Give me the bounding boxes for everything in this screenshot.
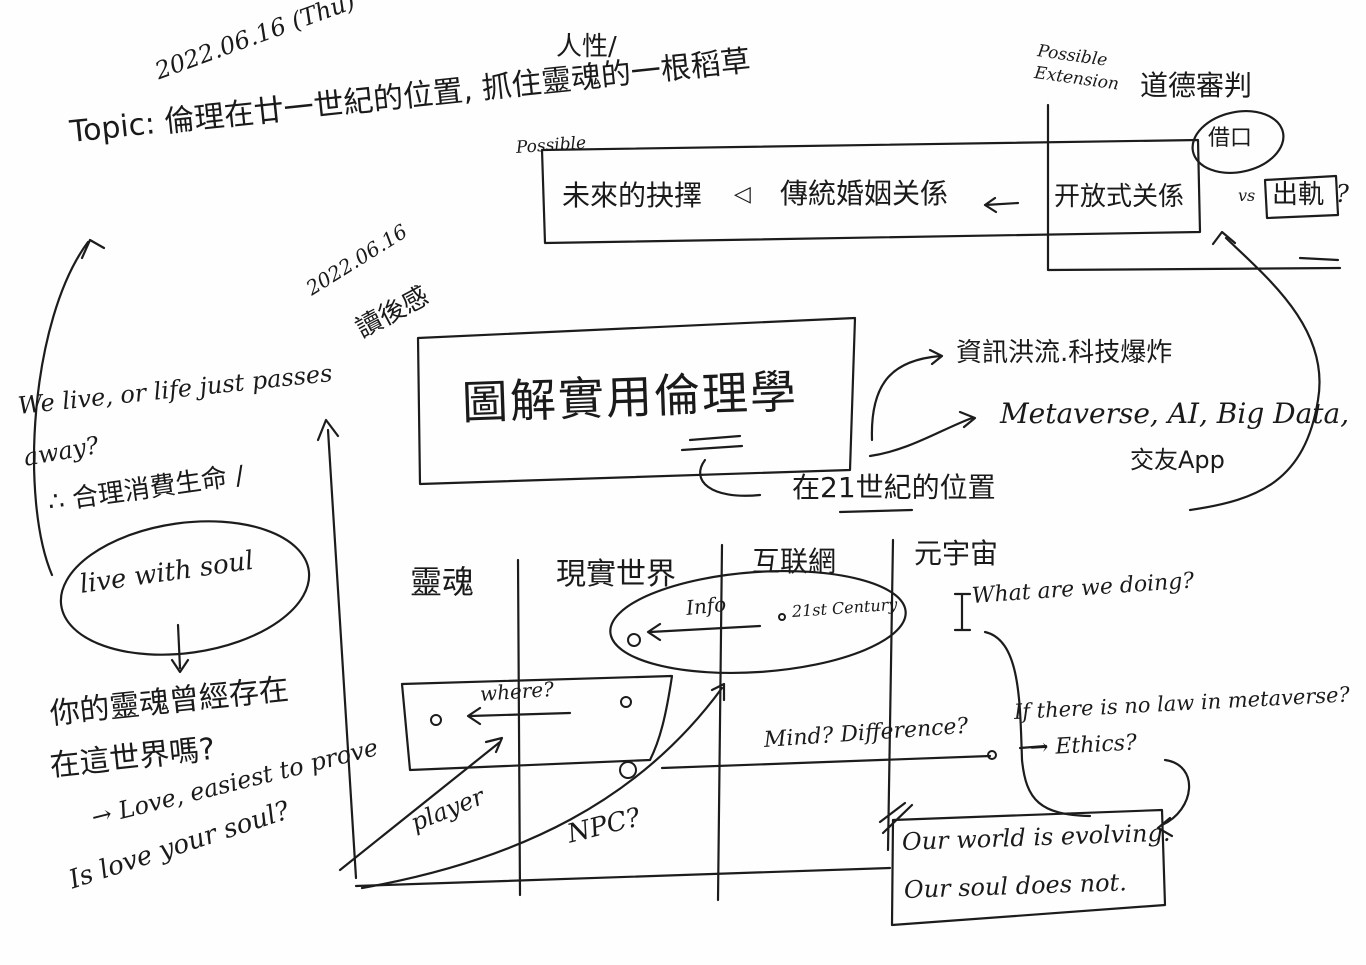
col-line-1 bbox=[516, 558, 522, 897]
extension-bracket bbox=[1046, 103, 1342, 272]
vertical-arrow bbox=[316, 418, 358, 880]
branch-21 bbox=[699, 458, 762, 497]
traditional-marriage: 傳統婚姻关係 bbox=[780, 177, 949, 210]
chugui-box bbox=[1263, 174, 1340, 220]
info-explosion: 資訊洪流.科技爆炸 bbox=[956, 338, 1173, 368]
underline-21 bbox=[838, 508, 914, 514]
question-mark: ? bbox=[1336, 180, 1349, 208]
open-relationship: 开放式关係 bbox=[1054, 182, 1185, 212]
branch-info bbox=[870, 348, 944, 442]
future-choice: 未來的抉擇 bbox=[562, 179, 703, 212]
col-line-2 bbox=[716, 543, 724, 902]
metaverse-ai: Metaverse, AI, Big Data, bbox=[1000, 397, 1350, 430]
mind-arrow bbox=[660, 754, 992, 770]
branch-meta bbox=[868, 410, 977, 458]
final-box bbox=[890, 808, 1167, 927]
soul-ellipse bbox=[59, 520, 311, 656]
ethics-curve bbox=[1156, 758, 1191, 838]
jiekou-label: 借口 bbox=[1208, 126, 1253, 151]
col-real-world: 現實世界 bbox=[556, 557, 676, 592]
player-arrow bbox=[338, 736, 504, 872]
left-loop-arrow bbox=[32, 238, 106, 577]
col-soul: 靈魂 bbox=[410, 563, 475, 601]
arrow-glyph: ◁ bbox=[734, 182, 751, 207]
chugui-label: 出軌 bbox=[1272, 180, 1325, 210]
title-box bbox=[416, 316, 857, 486]
century-ellipse bbox=[609, 569, 907, 675]
daode-shenpan: 道德審判 bbox=[1140, 69, 1253, 102]
realworld-box bbox=[400, 674, 674, 772]
vs-label: vs bbox=[1238, 186, 1256, 205]
long-arrow-right bbox=[1188, 236, 1321, 512]
col-internet: 互联網 bbox=[752, 545, 837, 578]
renxing-label: 人性/ bbox=[556, 32, 617, 62]
bottom-return bbox=[354, 866, 892, 888]
col-metaverse: 元宇宙 bbox=[914, 537, 999, 570]
arrow-traditional bbox=[983, 196, 1020, 214]
npc-arrow bbox=[360, 682, 726, 890]
position-21: 在21世紀的位置 bbox=[792, 471, 996, 504]
possible-box bbox=[540, 138, 1202, 245]
jiekou-ellipse bbox=[1191, 110, 1285, 174]
dating-app: 交友App bbox=[1130, 446, 1225, 474]
